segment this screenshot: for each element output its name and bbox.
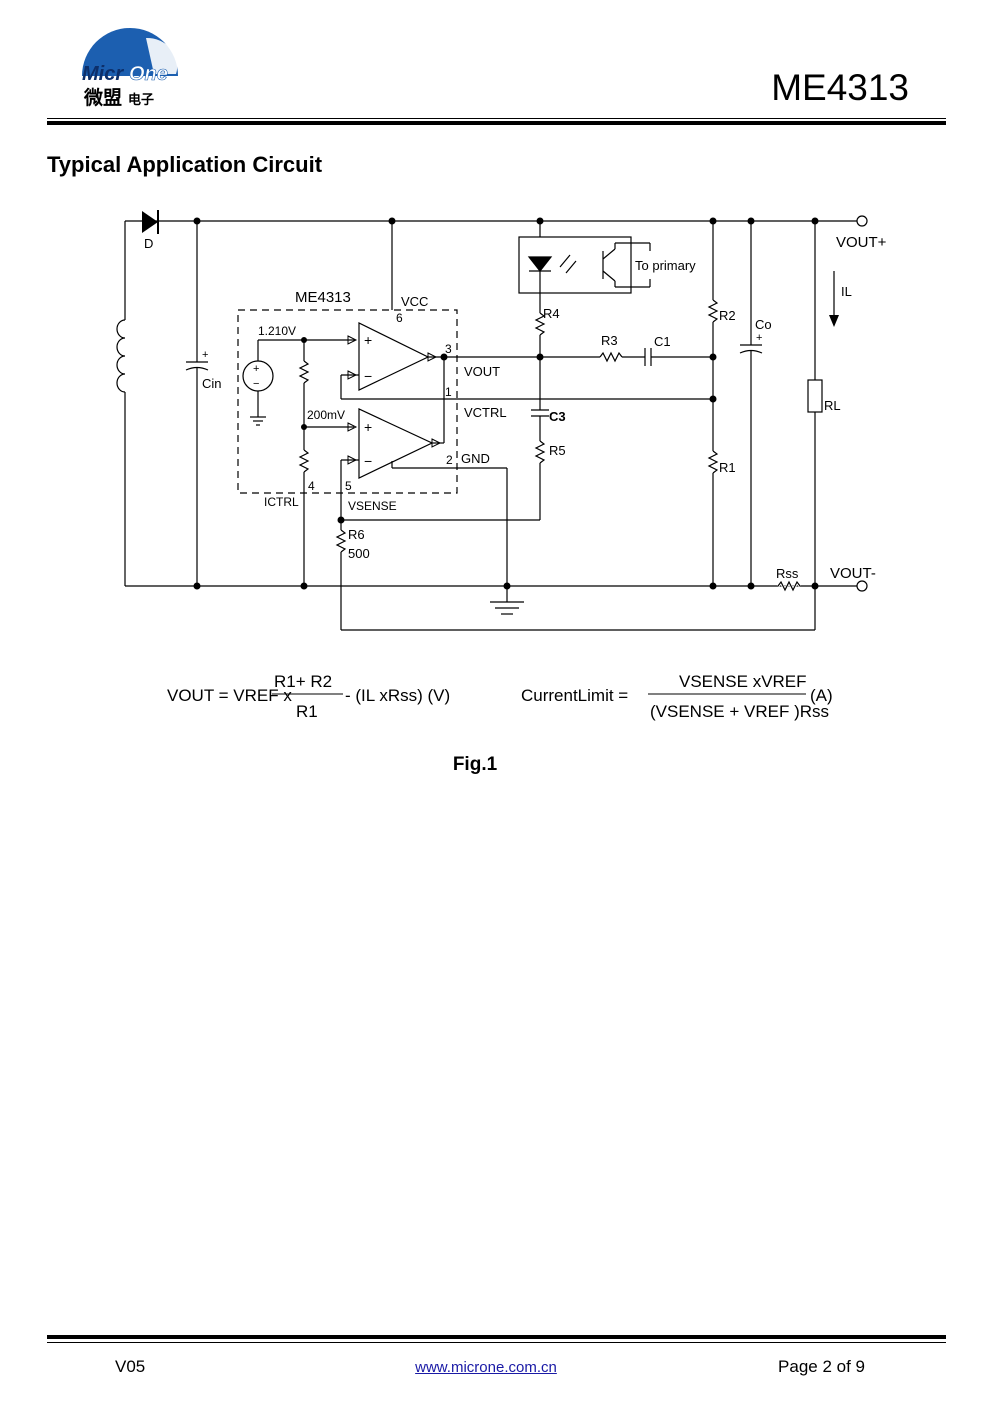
vout-formula-numerator: R1+ R2 xyxy=(274,672,332,691)
pin-5: 5 xyxy=(345,479,352,493)
header-rule-thick xyxy=(47,121,946,125)
chip-label: ME4313 xyxy=(295,289,351,306)
footer-rule-thin xyxy=(47,1342,946,1343)
microne-logo: Micr One 微盟 电子 xyxy=(82,28,178,109)
svg-text:微盟: 微盟 xyxy=(83,86,122,109)
label-r1: R1 xyxy=(719,460,736,475)
part-number: ME4313 xyxy=(771,67,909,108)
label-vctrl: VCTRL xyxy=(464,405,507,420)
footer-rule-thick xyxy=(47,1335,946,1339)
current-limit-unit: (A) xyxy=(810,686,833,705)
label-r3: R3 xyxy=(601,333,618,348)
label-vout-pin: VOUT xyxy=(464,364,500,379)
label-vcc: VCC xyxy=(401,294,428,309)
svg-text:−: − xyxy=(364,368,372,384)
vout-formula-denominator: R1 xyxy=(296,702,318,721)
label-vsense: VSENSE xyxy=(348,499,397,513)
design-formulas: VOUT = VREF x R1+ R2 R1 - (IL xRss) (V) … xyxy=(167,672,833,721)
footer-page-number: Page 2 of 9 xyxy=(778,1357,865,1376)
ref-voltage: 1.210V xyxy=(258,324,296,338)
label-r5: R5 xyxy=(549,443,566,458)
svg-text:+: + xyxy=(202,349,208,361)
label-vout-plus: VOUT+ xyxy=(836,234,887,251)
current-limit-denominator: (VSENSE + VREF )Rss xyxy=(650,702,829,721)
label-cin: Cin xyxy=(202,376,222,391)
label-r6: R6 xyxy=(348,527,365,542)
svg-text:One: One xyxy=(129,63,168,85)
label-vout-minus: VOUT- xyxy=(830,565,876,582)
ctrl-voltage: 200mV xyxy=(307,408,345,422)
svg-text:+: + xyxy=(364,332,372,348)
label-diode: D xyxy=(144,236,153,251)
vout-formula-tail: - (IL xRss) (V) xyxy=(345,686,450,705)
pin-6: 6 xyxy=(396,311,403,325)
footer-version: V05 xyxy=(115,1357,146,1376)
svg-text:+: + xyxy=(756,332,762,344)
header-rule-thin xyxy=(47,118,946,119)
label-rss: Rss xyxy=(776,566,799,581)
label-c1: C1 xyxy=(654,334,671,349)
current-limit-numerator: VSENSE xVREF xyxy=(679,672,807,691)
label-c3: C3 xyxy=(549,409,566,424)
label-il: IL xyxy=(841,284,852,299)
footer-website-wrap: www.microne.com.cn xyxy=(0,1357,972,1377)
application-circuit-diagram: + − + − + − + + D Cin ME4313 VCC 6 1.210… xyxy=(116,210,887,631)
svg-text:电子: 电子 xyxy=(128,92,154,108)
label-gnd: GND xyxy=(461,451,490,466)
pin-1: 1 xyxy=(445,385,452,399)
footer-website-link[interactable]: www.microne.com.cn xyxy=(415,1359,557,1376)
pin-3: 3 xyxy=(445,342,452,356)
svg-text:−: − xyxy=(253,378,259,390)
label-rl: RL xyxy=(824,398,841,413)
label-to-primary: To primary xyxy=(635,258,696,273)
pin-2: 2 xyxy=(446,453,453,467)
vout-formula-lhs: VOUT = VREF x xyxy=(167,686,292,705)
label-ictrl: ICTRL xyxy=(264,495,299,509)
svg-text:Micr: Micr xyxy=(82,63,124,85)
label-r4: R4 xyxy=(543,306,560,321)
svg-text:+: + xyxy=(253,363,259,375)
svg-text:−: − xyxy=(364,453,372,469)
label-r6-value: 500 xyxy=(348,546,370,561)
current-limit-lhs: CurrentLimit = xyxy=(521,686,628,705)
svg-text:+: + xyxy=(364,419,372,435)
label-co: Co xyxy=(755,317,772,332)
label-r2: R2 xyxy=(719,308,736,323)
section-title: Typical Application Circuit xyxy=(47,152,323,177)
pin-4: 4 xyxy=(308,479,315,493)
figure-caption: Fig.1 xyxy=(452,754,498,775)
